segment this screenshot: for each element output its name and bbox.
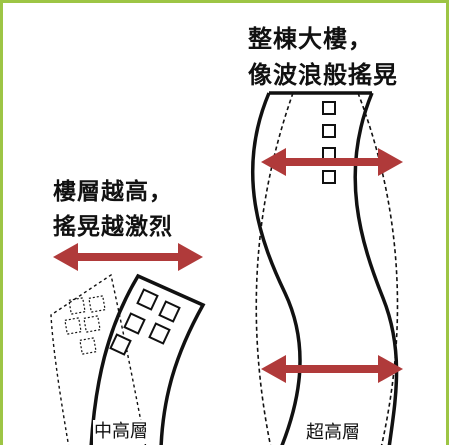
mid-rise-caption-line2: 搖晃越激烈: [53, 214, 173, 240]
mid-rise-rest-windows: [64, 295, 106, 355]
super-tall-wave-outline-left: [250, 92, 302, 445]
window-square: [148, 322, 171, 345]
window-square: [83, 315, 101, 333]
super-tall-label: 超高層: [305, 421, 361, 445]
double-headed-arrow-icon: [261, 148, 403, 176]
super-tall-rest-outline-left: [255, 92, 294, 445]
window-square: [136, 288, 159, 311]
super-tall-wave-outline-right: [353, 92, 399, 445]
mid-rise-windows: [109, 288, 181, 356]
window-square: [322, 124, 336, 138]
double-headed-arrow-icon: [261, 355, 403, 383]
window-square: [88, 295, 106, 313]
super-tall-building: [250, 91, 403, 445]
mid-rise-rest-position: [50, 273, 147, 445]
super-tall-caption-line1: 整棟大樓，: [248, 25, 373, 53]
window-square: [109, 333, 132, 356]
window-square: [68, 297, 86, 315]
window-square: [79, 337, 97, 355]
mid-rise-caption: 樓層越高， 搖晃越激烈: [53, 175, 173, 245]
mid-rise-swayed-outline: [89, 273, 206, 445]
window-square: [322, 170, 336, 184]
window-square: [158, 300, 181, 323]
super-tall-caption: 整棟大樓， 像波浪般搖晃: [248, 21, 398, 93]
mid-rise-label: 中高層: [93, 420, 149, 444]
window-square: [64, 317, 82, 335]
mid-rise-rest-outline: [50, 273, 147, 445]
super-tall-windows: [322, 101, 336, 184]
mid-rise-caption-line1: 樓層越高，: [53, 179, 173, 205]
mid-rise-building: [50, 243, 206, 445]
building-sway-diagram: [50, 91, 403, 445]
double-headed-arrow-icon: [53, 243, 203, 271]
window-square: [123, 312, 146, 335]
super-tall-caption-line2: 像波浪般搖晃: [248, 61, 398, 89]
window-square: [322, 101, 336, 115]
super-tall-rest-outline-right: [357, 92, 399, 445]
